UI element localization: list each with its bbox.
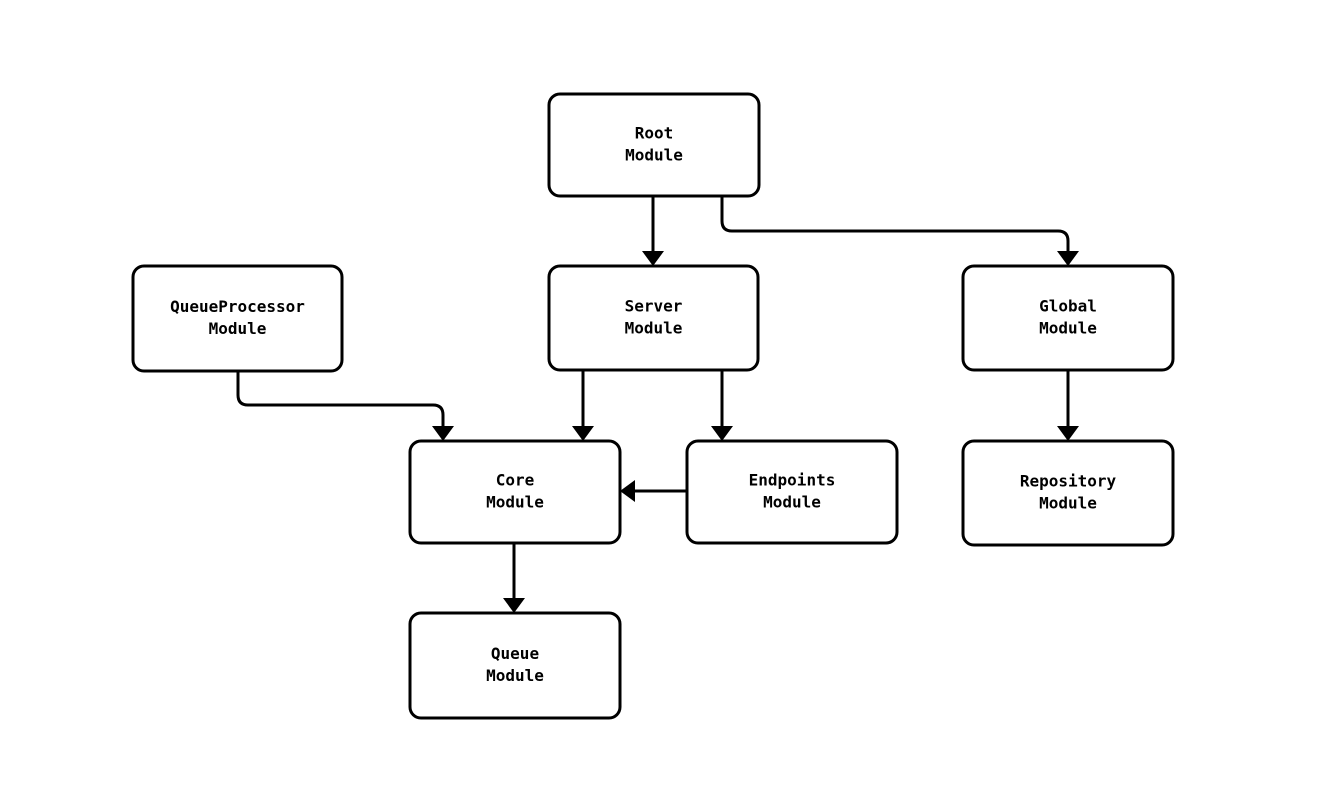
edge-queueprocessor-to-core-arrowhead-icon [432,426,454,441]
edge-root-to-server [642,196,664,266]
edge-core-to-queue [503,543,525,613]
queueprocessor-module-label-line2: Module [209,319,267,338]
nodes-layer: RootModuleQueueProcessorModuleServerModu… [131,92,1175,720]
queue-module-label-line2: Module [486,666,544,685]
root-module-label-line1: Root [635,124,674,143]
queue-module-label-line1: Queue [491,644,539,663]
server-module-label-line1: Server [625,297,683,316]
server-module-box[interactable] [547,264,760,372]
edge-root-to-global-arrowhead-icon [1057,251,1079,266]
endpoints-module-label-line1: Endpoints [749,471,836,490]
server-module-label-line2: Module [625,319,683,338]
edge-global-to-repository-arrowhead-icon [1057,426,1079,441]
endpoints-module-box[interactable] [685,439,899,545]
edge-server-to-core-arrowhead-icon [572,426,594,441]
root-module-box[interactable] [547,92,761,198]
edge-server-to-core [572,370,594,441]
edge-endpoints-to-core-arrowhead-icon [620,480,635,502]
root-module-label-line2: Module [625,146,683,165]
edge-server-to-endpoints [711,370,733,441]
queue-module-box[interactable] [408,611,622,720]
core-module-box[interactable] [408,439,622,545]
repository-module-label-line2: Module [1039,494,1097,513]
queueprocessor-module-label-line1: QueueProcessor [170,297,305,316]
core-module-label-line1: Core [496,471,535,490]
edge-server-to-endpoints-arrowhead-icon [711,426,733,441]
repository-module-label-line1: Repository [1020,472,1117,491]
edge-root-to-global [720,196,1079,266]
queueprocessor-module-box[interactable] [131,264,344,373]
global-module-box[interactable] [961,264,1175,372]
edge-root-to-server-arrowhead-icon [642,251,664,266]
endpoints-module-label-line2: Module [763,493,821,512]
edge-root-to-global-line [720,196,1070,253]
core-module-label-line2: Module [486,493,544,512]
edge-queueprocessor-to-core-line [236,371,445,428]
edge-global-to-repository [1057,370,1079,441]
repository-module-box[interactable] [961,439,1175,547]
edges-layer [236,196,1079,613]
global-module-label-line1: Global [1039,297,1097,316]
edge-endpoints-to-core [620,480,687,502]
edge-core-to-queue-arrowhead-icon [503,598,525,613]
edge-queueprocessor-to-core [236,371,454,441]
global-module-label-line2: Module [1039,319,1097,338]
